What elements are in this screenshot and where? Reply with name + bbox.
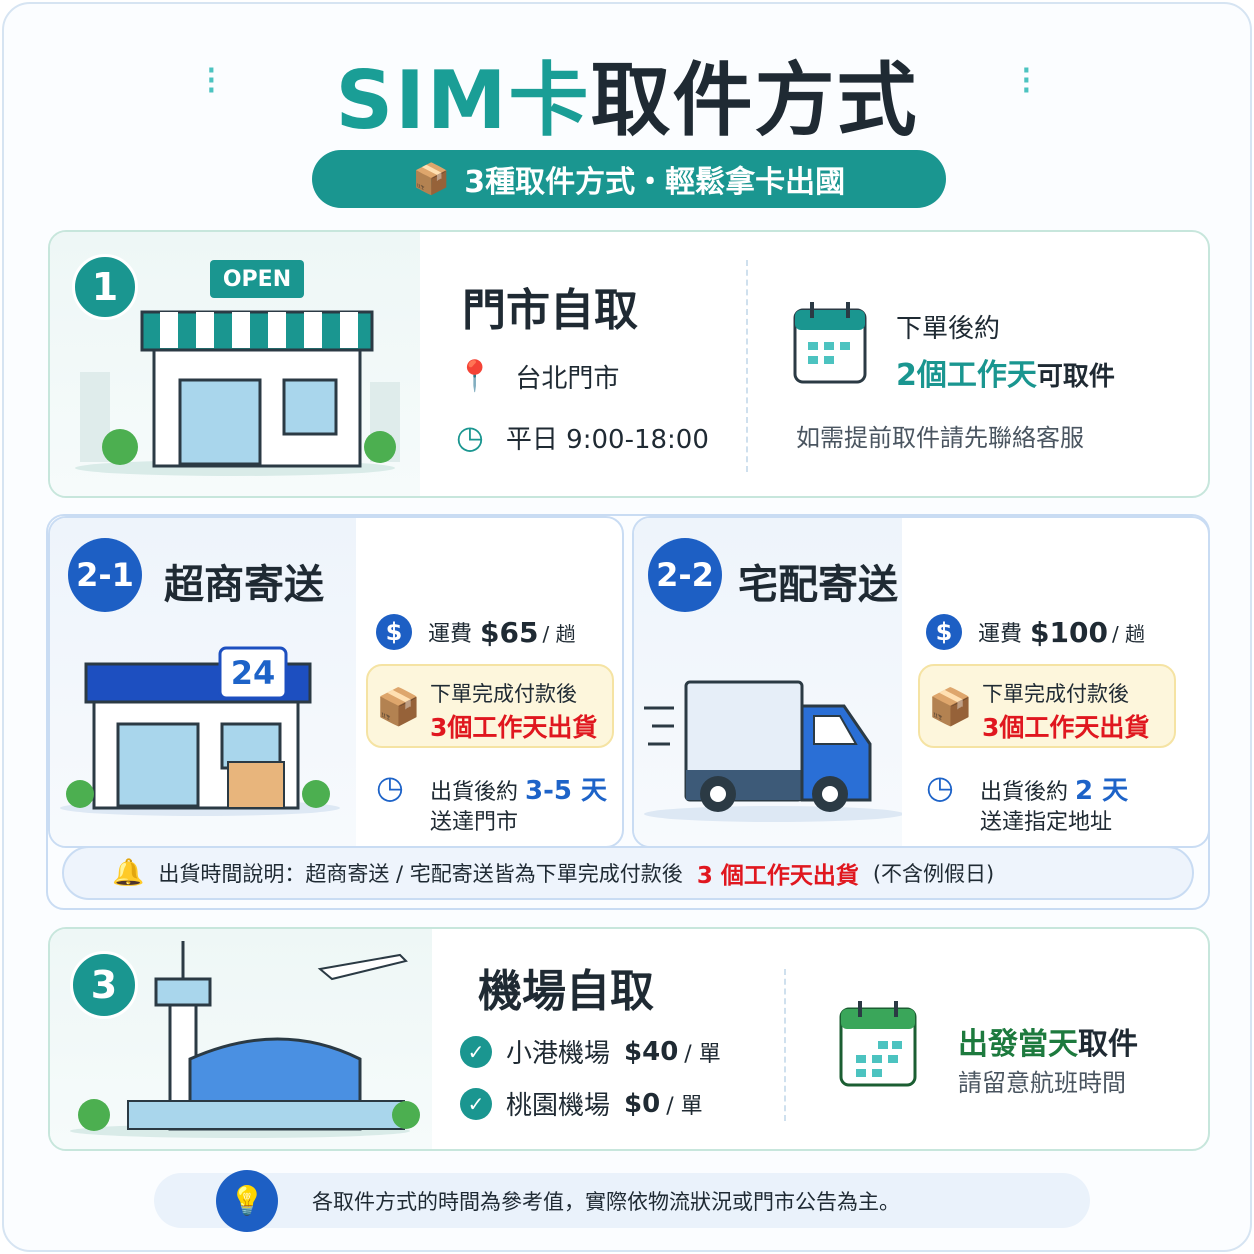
arrive-dest: 送達門市 [430,810,519,835]
airport-illustration: 3 [50,929,432,1149]
clock-icon: ◷ [456,418,484,456]
after-order-label: 下單後約 [896,314,1001,344]
method-convenience-store-card: 24 2-1 超商寄送 $ 運費 $65 / 趟 📦 下單完成付款後 3個工作天… [48,516,624,848]
dollar-icon: $ [376,614,412,650]
fee-unit: / 趟 [542,621,576,646]
footer-text: 各取件方式的時間為參考值，實際依物流狀況或門市公告為主。 [312,1189,900,1214]
open-sign: OPEN [222,266,292,292]
airport-name: 桃園機場 [506,1091,611,1121]
notice-highlight: 3 個工作天出貨 [696,863,859,889]
method-home-delivery-card: 2-2 宅配寄送 $ 運費 $100 / 趟 📦 下單完成付款後 3個工作天出貨… [632,516,1210,848]
clock-icon: ◷ [376,768,404,806]
fee-unit: / 趟 [1111,621,1146,646]
airport-unit: / 單 [684,1041,721,1067]
ship-line2: 3個工作天出貨 [982,713,1150,742]
shipping-notice-bar: 🔔 出貨時間說明：超商寄送 / 宅配寄送皆為下單完成付款後 3 個工作天出貨 (… [62,846,1194,900]
fee: $100 [1030,615,1108,649]
step-number: 3 [70,951,138,1019]
hours: 平日 9:00-18:00 [505,424,709,455]
method-airport-pickup-card: 3 機場自取 ✓ 小港機場 $40 / 單 ✓ 桃園機場 $0 / 單 出發當天… [48,927,1210,1151]
package-icon: 📦 [376,687,421,728]
method-store-pickup-card: OPEN 1 門市自取 📍 台北門市 ◷ 平日 9:00-18:00 下單後約 … [48,230,1210,498]
method-title: 宅配寄送 [738,562,898,608]
arrive-dest: 送達指定地址 [980,810,1113,835]
page-title: SIM卡取件方式 [0,36,1254,152]
check-icon: ✓ [460,1035,492,1068]
airport-price: $40 [624,1036,679,1067]
shipping-time-box: 📦 下單完成付款後 3個工作天出貨 [918,664,1176,748]
airport-unit: / 單 [666,1093,703,1119]
fee-label: 運費 [428,622,473,647]
pickup-label: 可取件 [1036,362,1115,392]
arrive-days: 2 天 [1075,776,1129,806]
fee-label: 運費 [978,622,1023,647]
box-icon: 📦 [412,161,451,197]
shipping-time-box: 📦 下單完成付款後 3個工作天出貨 [366,664,614,748]
ship-line1: 下單完成付款後 [430,682,577,706]
package-icon: 📦 [928,687,973,728]
pickup-days: 2個工作天 [896,358,1037,393]
sparkle-icon: ⁝ [1020,58,1033,104]
arrive-prefix: 出貨後約 [430,780,519,805]
divider [784,969,786,1121]
title-main: 取件方式 [590,54,919,147]
convenience-store-illustration: 24 [50,518,356,846]
arrive-days: 3-5 天 [525,776,608,806]
ship-line2: 3個工作天出貨 [430,713,598,742]
airport-price: $0 [624,1088,661,1119]
clock-icon: ◷ [926,768,954,806]
dollar-icon: $ [926,614,962,650]
notice-text: 出貨時間說明：超商寄送 / 宅配寄送皆為下單完成付款後 [158,862,683,886]
calendar-icon [839,1001,917,1087]
footer-note: 💡 各取件方式的時間為參考值，實際依物流狀況或門市公告為主。 [154,1169,1090,1232]
title-accent: SIM卡 [335,54,591,147]
subtitle-pill: 📦 3種取件方式・輕鬆拿卡出國 [312,150,946,208]
notice-suffix: (不含例假日) [872,862,995,886]
airport-name: 小港機場 [506,1039,611,1069]
pickup-day: 出發當天 [958,1027,1078,1062]
method-title: 機場自取 [478,966,654,1017]
arrive-prefix: 出貨後約 [980,780,1069,805]
lightbulb-icon: 💡 [216,1169,278,1232]
store-24-sign: 24 [230,654,276,692]
step-number: 2-2 [648,538,722,612]
divider [746,260,748,472]
method-title: 超商寄送 [164,562,324,608]
check-icon: ✓ [460,1087,492,1120]
pickup-label: 取件 [1078,1027,1138,1062]
early-pickup-note: 如需提前取件請先聯絡客服 [796,424,1084,452]
bell-icon: 🔔 [112,858,145,888]
fee: $65 [480,615,539,649]
method-title: 門市自取 [462,285,638,336]
step-number: 1 [72,254,138,320]
store-illustration: OPEN 1 [50,232,420,496]
sparkle-icon: ⁝ [205,58,218,104]
location-pin-icon: 📍 [456,359,494,394]
step-number: 2-1 [68,538,142,612]
calendar-icon [793,302,867,384]
subtitle: 3種取件方式・輕鬆拿卡出國 [464,165,846,200]
ship-line1: 下單完成付款後 [982,682,1129,706]
flight-note: 請留意航班時間 [958,1069,1126,1097]
location: 台北門市 [515,364,620,394]
